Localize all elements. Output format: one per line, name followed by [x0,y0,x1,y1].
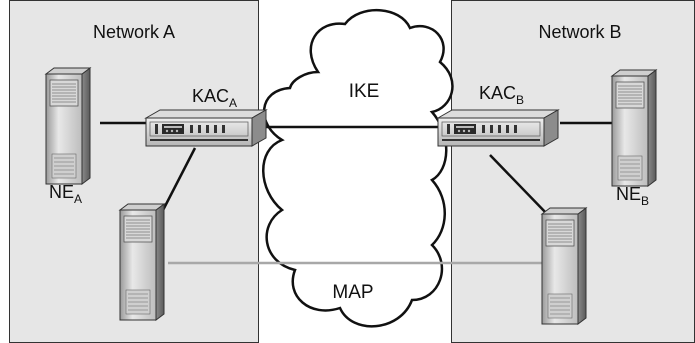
server-icon-map-a [119,203,165,321]
ne-a-label: NEA [49,182,82,206]
map-label: MAP [332,282,373,303]
kac-a-label-base: KAC [192,86,229,106]
ne-a-label-base: NE [49,182,74,202]
kac-a-label: KACA [192,86,237,110]
kac-a-label-sub: A [229,96,237,110]
kac-b-label-sub: B [516,93,524,107]
ike-label: IKE [349,81,380,102]
cloud-shape [262,9,454,328]
router-icon-kac-a [145,109,267,147]
server-icon-ne-a [45,67,91,185]
router-icon-kac-b [437,109,559,147]
ne-b-label-sub: B [641,194,649,208]
ne-b-label-base: NE [616,184,641,204]
link-kac-a-server-a [158,147,197,217]
kac-b-label: KACB [479,83,524,107]
network-b-title: Network B [538,22,621,42]
link-kac-b-server-b [489,154,549,216]
ne-b-label: NEB [616,184,649,208]
network-a-title: Network A [93,22,175,42]
server-icon-map-b [541,207,587,325]
ne-a-label-sub: A [74,192,82,206]
server-icon-ne-b [611,69,657,187]
kac-b-label-base: KAC [479,83,516,103]
